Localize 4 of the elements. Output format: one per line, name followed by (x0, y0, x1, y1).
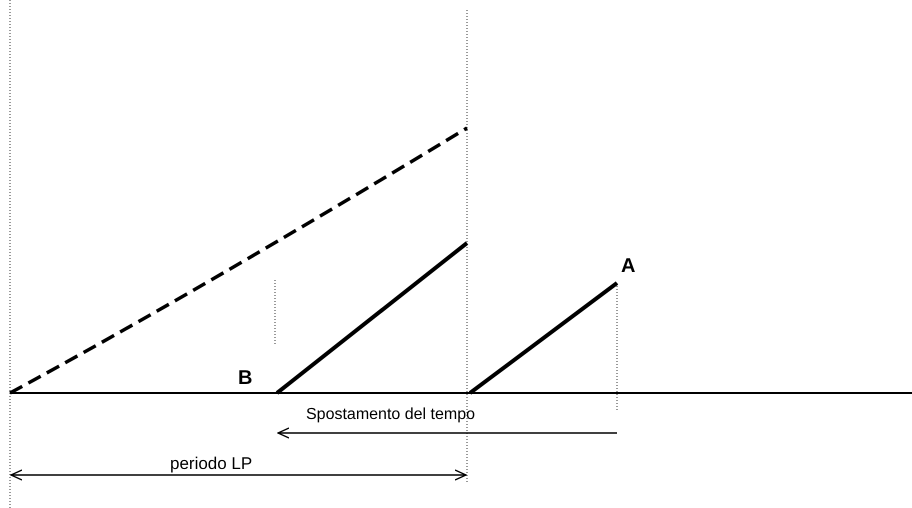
shift-label: Spostamento del tempo (306, 407, 475, 423)
period-label: periodo LP (170, 455, 252, 472)
point-label: B (238, 368, 252, 388)
point-label: A (621, 256, 636, 276)
